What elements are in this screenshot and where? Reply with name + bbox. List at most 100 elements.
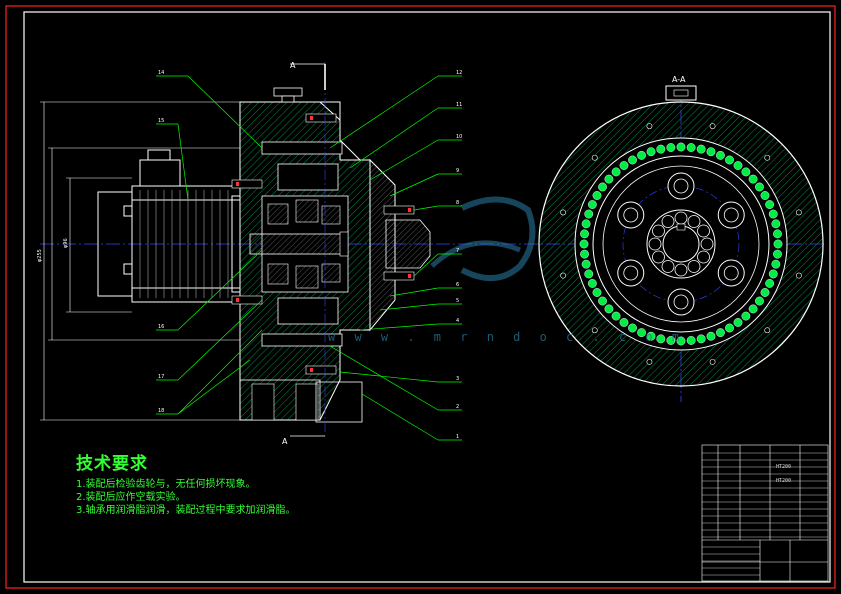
- bearing-ball: [648, 237, 662, 251]
- pin-roller: [768, 209, 778, 219]
- callout-7: 7: [456, 248, 459, 254]
- output-pin: [623, 265, 639, 281]
- pin-roller: [760, 288, 770, 297]
- pin-roller: [676, 142, 686, 152]
- bearing-ball: [674, 263, 688, 277]
- pin-roller: [604, 174, 614, 184]
- pin-roller: [587, 200, 597, 209]
- bearing-ball: [652, 250, 665, 264]
- dim-label-inner: φ96: [63, 238, 69, 248]
- housing-bolt-hole: [646, 358, 653, 365]
- pin-roller: [741, 311, 751, 321]
- callout-8: 8: [456, 200, 459, 206]
- pin-roller: [604, 304, 614, 314]
- tech-note-3: 3.轴承用润滑脂润滑，装配过程中要求加润滑脂。: [76, 505, 296, 516]
- output-hole: [617, 259, 645, 287]
- pin-roller: [696, 144, 706, 154]
- callout-2: 2: [456, 404, 459, 410]
- output-hole: [717, 201, 745, 229]
- pin-roller: [716, 150, 725, 160]
- pin-roller: [637, 150, 646, 160]
- callout-4: 4: [456, 318, 459, 324]
- housing-bolt-hole: [646, 123, 653, 130]
- bearing-ball: [687, 215, 701, 228]
- bearing-ball: [697, 224, 710, 238]
- pin-roller: [628, 323, 637, 333]
- technical-requirements: 技术要求 1.装配后检验齿轮与，无任何损坏现象。 2.装配后应作空载实验。 3.…: [76, 449, 296, 517]
- output-hole: [667, 172, 695, 200]
- pin-roller: [676, 336, 686, 346]
- bearing-ball: [687, 260, 701, 273]
- pin-roller: [733, 318, 743, 327]
- pin-roller: [592, 191, 602, 200]
- leader-lines-left: [156, 75, 263, 415]
- outer-border: [5, 5, 836, 589]
- title-block-material-2: HT200: [776, 478, 791, 484]
- reducer-section: [231, 62, 431, 437]
- output-hole: [617, 201, 645, 229]
- pin-roller: [768, 269, 778, 279]
- bearing-ball: [697, 250, 710, 264]
- pin-roller: [592, 288, 602, 297]
- view-label-aa: A-A: [672, 75, 686, 84]
- pin-roller: [628, 155, 637, 165]
- callout-17: 17: [158, 374, 164, 380]
- pin-roller: [611, 311, 621, 321]
- tech-requirements-title: 技术要求: [76, 454, 148, 474]
- motor-view: [97, 149, 241, 303]
- pin-roller: [656, 334, 666, 344]
- tech-note-1: 1.装配后检验齿轮与，无任何损坏现象。: [76, 479, 256, 490]
- pin-roller: [580, 229, 589, 239]
- output-pin-holes: [617, 172, 745, 316]
- pin-roller: [765, 200, 775, 209]
- housing-bolt-hole: [764, 327, 771, 334]
- pin-roller: [725, 155, 734, 165]
- pin-roller: [619, 161, 629, 170]
- housing-bolt-hole: [560, 272, 567, 279]
- pin-roller: [666, 336, 676, 345]
- callout-16: 16: [158, 324, 164, 330]
- callout-18: 18: [158, 408, 164, 414]
- pin-roller: [580, 249, 589, 259]
- pin-roller: [696, 334, 706, 344]
- output-pin: [673, 294, 689, 310]
- callout-12: 12: [456, 70, 462, 76]
- section-label-bottom: A: [282, 437, 288, 446]
- pin-roller: [584, 269, 594, 279]
- tech-note-2: 2.装配后应作空载实验。: [76, 492, 186, 503]
- pin-roller: [611, 167, 621, 177]
- output-pin: [723, 265, 739, 281]
- pin-roller: [748, 304, 758, 314]
- pin-roller: [686, 336, 696, 345]
- pin-roller: [706, 331, 716, 341]
- pin-roller: [771, 219, 781, 229]
- section-view-aa: [538, 85, 824, 387]
- title-block-material-1: HT200: [776, 464, 791, 470]
- callout-6: 6: [456, 282, 459, 288]
- callout-3: 3: [456, 376, 459, 382]
- pin-roller: [755, 182, 764, 192]
- pin-roller: [579, 239, 589, 249]
- callout-11: 11: [456, 102, 462, 108]
- pin-roller: [773, 229, 782, 239]
- pin-roller: [773, 249, 782, 259]
- pin-roller: [581, 219, 591, 229]
- watermark-url: w w w . m r n d o c . c o m: [328, 330, 686, 344]
- callout-14: 14: [158, 70, 164, 76]
- pin-roller: [771, 259, 781, 269]
- housing-bolt-hole: [709, 358, 716, 365]
- housing-bolt-hole: [560, 209, 567, 216]
- output-pin: [673, 178, 689, 194]
- housing-bolt-hole: [709, 123, 716, 130]
- pin-roller: [646, 147, 656, 157]
- pin-roller: [773, 239, 783, 249]
- pin-roller: [619, 318, 629, 327]
- bearing-ball: [661, 215, 675, 228]
- pin-roller: [748, 174, 758, 184]
- output-pin: [723, 207, 739, 223]
- output-hole: [667, 288, 695, 316]
- housing-bolt-hole: [764, 154, 771, 161]
- callouts-right: 12 11 10 9 8 7 6 5 4 3 2 1: [456, 70, 462, 440]
- title-block: [701, 444, 829, 582]
